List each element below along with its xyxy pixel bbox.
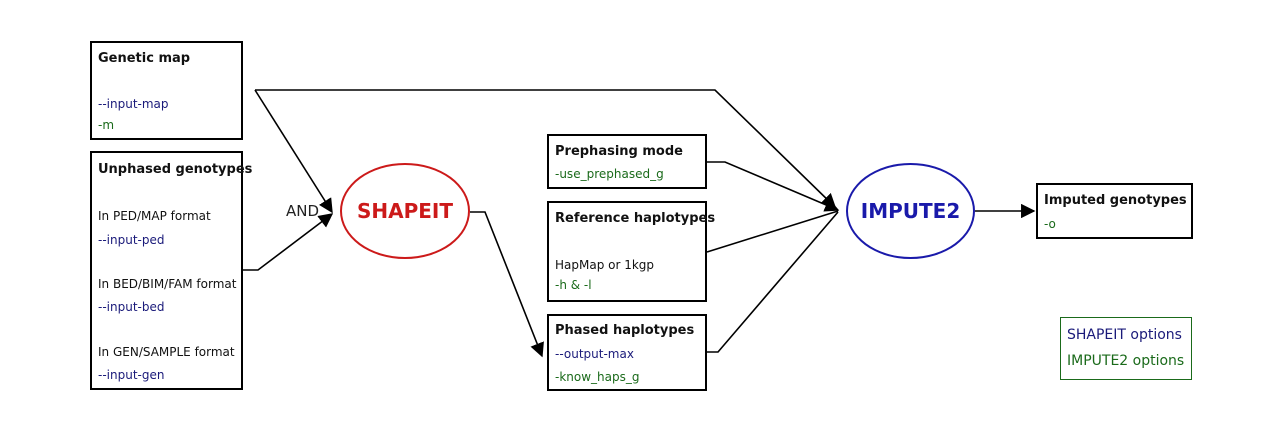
impute2-label: IMPUTE2 xyxy=(860,199,961,223)
impute2-node: IMPUTE2 xyxy=(846,163,975,259)
reference-haplotypes-desc: HapMap or 1kgp xyxy=(555,258,655,272)
legend-shapeit-options: SHAPEIT options xyxy=(1067,327,1182,343)
imputed-genotypes-title: Imputed genotypes xyxy=(1044,193,1187,208)
phased-haplotypes-title: Phased haplotypes xyxy=(555,323,695,338)
edge-reference-to-impute2 xyxy=(706,210,839,253)
genetic-map-shapeit-option: --input-map xyxy=(98,97,169,111)
gen-format-label: In GEN/SAMPLE format xyxy=(98,345,235,359)
ped-format-label: In PED/MAP format xyxy=(98,209,211,223)
bed-format-label: In BED/BIM/FAM format xyxy=(98,277,237,291)
reference-haplotypes-option: -h & -l xyxy=(555,278,592,292)
edge-genetic-map-to-impute2 xyxy=(255,89,837,209)
edge-shapeit-to-phased xyxy=(470,211,544,358)
genetic-map-title: Genetic map xyxy=(98,51,191,66)
reference-haplotypes-box: Reference haplotypes HapMap or 1kgp -h &… xyxy=(547,201,715,302)
prephasing-mode-title: Prephasing mode xyxy=(555,144,683,159)
phased-haplotypes-box: Phased haplotypes --output-max -know_hap… xyxy=(547,314,707,391)
shapeit-node: SHAPEIT xyxy=(340,163,470,259)
bed-format-option: --input-bed xyxy=(98,300,165,314)
legend-impute2-options: IMPUTE2 options xyxy=(1067,353,1185,369)
unphased-genotypes-title: Unphased genotypes xyxy=(98,162,253,177)
genetic-map-box: Genetic map --input-map -m xyxy=(90,41,243,140)
reference-haplotypes-title: Reference haplotypes xyxy=(555,211,716,226)
unphased-genotypes-box: Unphased genotypes In PED/MAP format --i… xyxy=(90,151,252,390)
edge-unphased-to-shapeit xyxy=(242,213,334,271)
edge-phased-to-impute2 xyxy=(707,211,839,353)
options-legend: SHAPEIT options IMPUTE2 options xyxy=(1060,317,1192,380)
imputed-genotypes-option: -o xyxy=(1044,217,1056,231)
ped-format-option: --input-ped xyxy=(98,233,165,247)
prephasing-mode-option: -use_prephased_g xyxy=(555,167,664,181)
phased-haplotypes-shapeit-option: --output-max xyxy=(555,347,634,361)
prephasing-mode-box: Prephasing mode -use_prephased_g xyxy=(547,134,707,189)
imputed-genotypes-box: Imputed genotypes -o xyxy=(1036,183,1193,239)
phased-haplotypes-impute2-option: -know_haps_g xyxy=(555,370,640,384)
edge-prephasing-to-impute2 xyxy=(707,161,840,212)
edge-genetic-map-to-shapeit xyxy=(254,89,333,214)
and-label: AND xyxy=(286,202,320,220)
shapeit-label: SHAPEIT xyxy=(356,199,454,223)
gen-format-option: --input-gen xyxy=(98,368,165,382)
genetic-map-impute2-option: -m xyxy=(98,118,115,132)
